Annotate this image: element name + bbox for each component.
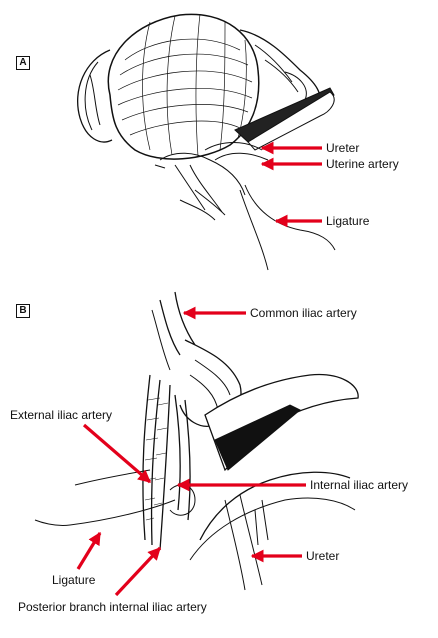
label-common-iliac: Common iliac artery: [250, 306, 357, 320]
panel-label-a: A: [16, 56, 30, 70]
arrows: [76, 141, 322, 597]
panel-label-b: B: [16, 304, 30, 318]
arrow-posterior-branch: [114, 546, 162, 597]
label-internal-iliac: Internal iliac artery: [310, 478, 409, 492]
label-ligature-a: Ligature: [326, 214, 370, 228]
panel-b-drawing: [34, 291, 359, 591]
label-posterior-branch: Posterior branch internal iliac artery: [18, 600, 207, 614]
label-ureter-b: Ureter: [306, 549, 340, 563]
label-ligature-b: Ligature: [52, 573, 96, 587]
label-uterine-artery: Uterine artery: [326, 157, 399, 171]
label-ureter-a: Ureter: [326, 141, 360, 155]
arrow-external-iliac: [82, 423, 152, 484]
arrow-ligature-b: [76, 531, 102, 570]
panel-a-drawing: [76, 13, 336, 271]
label-external-iliac: External iliac artery: [10, 408, 113, 422]
